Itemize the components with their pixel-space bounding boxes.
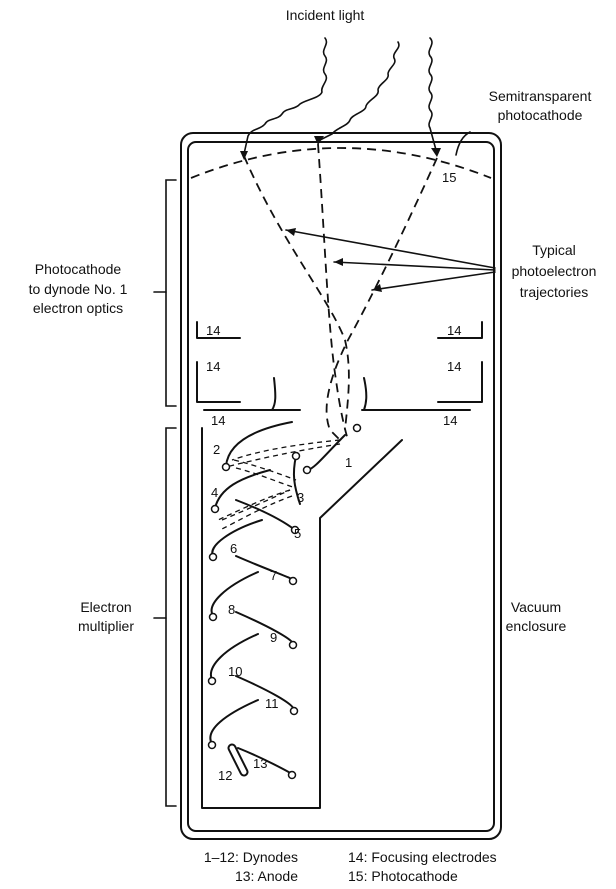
label-focus-14-b: 14 xyxy=(206,359,220,374)
typical-label-2: photoelectron xyxy=(512,263,597,279)
cascade-g xyxy=(221,489,291,521)
typical-label-3: trajectories xyxy=(520,284,588,300)
focus-electrode-right-upper xyxy=(437,321,483,339)
label-dynode-7: 7 xyxy=(270,568,277,583)
label-focus-14-c: 14 xyxy=(447,323,461,338)
label-dynode-6: 6 xyxy=(230,541,237,556)
dynode-4-terminal xyxy=(210,504,220,514)
label-anode-13: 13 xyxy=(253,756,267,771)
semitransparent-pointer xyxy=(455,131,471,156)
photocathode-arc xyxy=(190,147,492,179)
label-focus-14-e: 14 xyxy=(211,413,225,428)
bracket-electron-optics xyxy=(165,179,177,407)
outer-envelope xyxy=(180,132,502,840)
dynode-3-terminal xyxy=(291,451,301,461)
dynode-10 xyxy=(209,633,259,681)
dynode-12-tail-terminal xyxy=(287,770,297,780)
typical-label-1: Typical xyxy=(532,242,576,258)
multiplier-channel xyxy=(201,427,403,809)
inner-envelope xyxy=(187,141,495,832)
label-focus-14-d: 14 xyxy=(447,359,461,374)
dynode-8-terminal xyxy=(208,612,218,622)
arrowhead-middle xyxy=(314,136,324,145)
dynode-5 xyxy=(235,499,296,531)
vacuum-label-1: Vacuum xyxy=(511,599,561,615)
multiplier-label-1: Electron xyxy=(80,599,131,615)
dynode-11-terminal xyxy=(289,706,299,716)
focus-electrode-left-upper xyxy=(196,321,241,339)
label-dynode-2: 2 xyxy=(213,442,220,457)
dynode-9-terminal xyxy=(288,640,298,650)
focus-electrode-left-lower xyxy=(196,361,241,403)
dynode-10-terminal xyxy=(207,676,217,686)
traj-pointer-3 xyxy=(371,271,496,291)
cascade-b xyxy=(229,443,341,467)
traj-arrowhead-3 xyxy=(372,284,382,292)
electron-optics-label-2: to dynode No. 1 xyxy=(29,281,128,297)
traj-arrowhead-2 xyxy=(334,258,343,266)
focus-electrode-right-lower xyxy=(437,361,483,403)
semitransparent-label-2: photocathode xyxy=(498,107,583,123)
dynode-8 xyxy=(210,571,259,617)
dynode-12 xyxy=(209,699,259,745)
electron-optics-label-1: Photocathode xyxy=(35,261,122,277)
arrowhead-left xyxy=(240,151,248,160)
label-dynode-5: 5 xyxy=(294,526,301,541)
incident-light-label: Incident light xyxy=(286,7,365,23)
trajectory-left xyxy=(243,155,350,431)
label-dynode-10: 10 xyxy=(228,664,242,679)
focus-electrode-center-left xyxy=(203,377,301,411)
multiplier-label-2: multiplier xyxy=(78,618,134,634)
dynode-7-terminal xyxy=(288,576,298,586)
label-photocathode-15: 15 xyxy=(442,170,456,185)
label-dynode-12: 12 xyxy=(218,768,232,783)
label-dynode-9: 9 xyxy=(270,630,277,645)
dynode-1-terminal-b xyxy=(302,465,312,475)
dynode-1-terminal xyxy=(352,423,362,433)
label-focus-14-a: 14 xyxy=(206,323,220,338)
electron-optics-label-3: electron optics xyxy=(33,300,123,316)
bracket-multiplier xyxy=(165,427,177,807)
semitransparent-label-1: Semitransparent xyxy=(489,88,592,104)
traj-pointer-1 xyxy=(285,229,496,269)
label-dynode-3: 3 xyxy=(297,490,304,505)
label-dynode-8: 8 xyxy=(228,602,235,617)
anode-inner xyxy=(229,745,247,775)
dynode-4 xyxy=(214,469,271,509)
label-dynode-11: 11 xyxy=(265,696,279,711)
cascade-d xyxy=(235,467,297,489)
dynode-7 xyxy=(235,555,294,581)
legend-focusing-electrodes: 14: Focusing electrodes xyxy=(348,849,497,865)
legend-dynodes: 1–12: Dynodes xyxy=(204,849,298,865)
legend-photocathode: 15: Photocathode xyxy=(348,868,458,884)
cascade-e xyxy=(217,489,291,521)
dynode-2-terminal xyxy=(221,462,231,472)
light-ray-left xyxy=(243,37,328,155)
dynode-12-terminal xyxy=(207,740,217,750)
legend-anode: 13: Anode xyxy=(235,868,298,884)
dynode-2 xyxy=(225,421,293,467)
dynode-9 xyxy=(235,611,294,645)
label-focus-14-f: 14 xyxy=(443,413,457,428)
traj-pointer-2 xyxy=(333,261,496,271)
label-dynode-4: 4 xyxy=(211,485,218,500)
traj-arrowhead-1 xyxy=(286,228,296,236)
label-dynode-1: 1 xyxy=(345,455,352,470)
dynode-6-terminal xyxy=(208,552,218,562)
arrowhead-right xyxy=(431,148,441,157)
dynode-5-terminal xyxy=(290,525,300,535)
light-ray-middle xyxy=(319,41,400,141)
trajectory-right xyxy=(325,157,438,441)
cascade-f xyxy=(219,495,293,531)
light-ray-right xyxy=(428,37,437,151)
vacuum-label-2: enclosure xyxy=(506,618,567,634)
focus-electrode-center-right xyxy=(361,377,471,411)
cascade-a xyxy=(231,439,341,461)
trajectory-middle xyxy=(317,143,349,441)
